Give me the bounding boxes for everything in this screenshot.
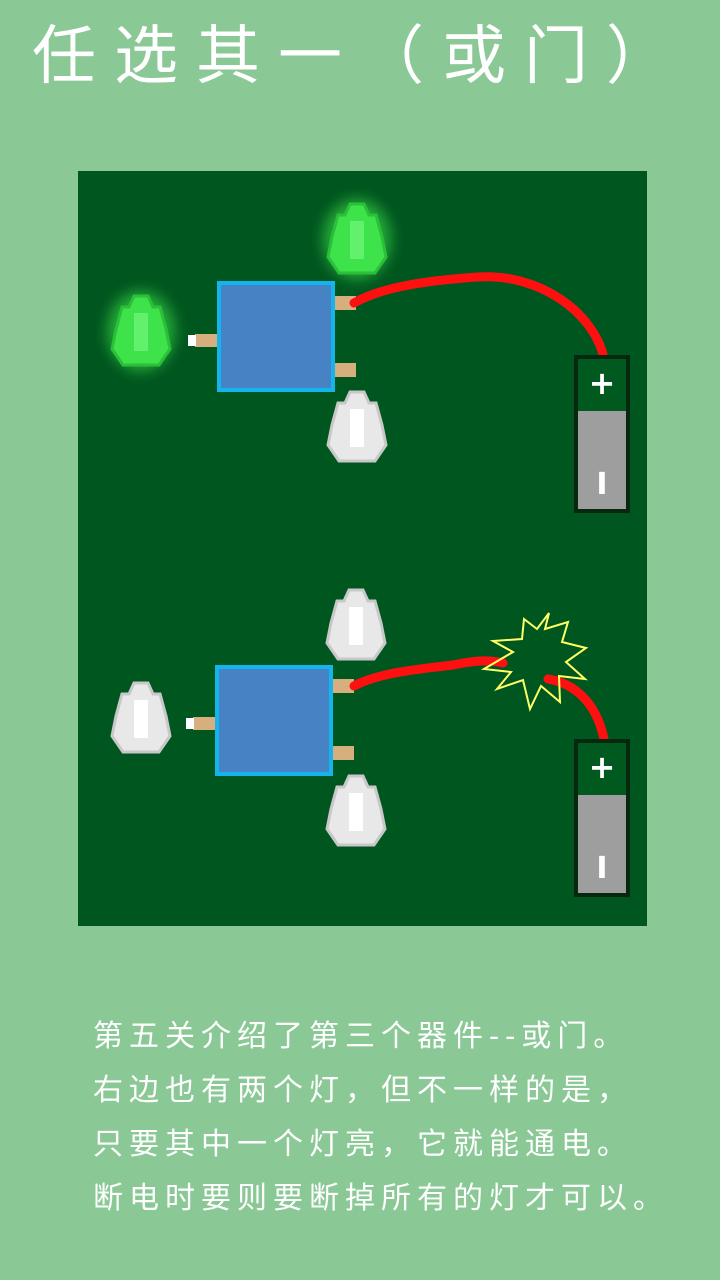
gate-input-pin [186,717,217,730]
output-lamp-lower-icon[interactable] [326,390,388,463]
circuit-board: + I [78,171,647,926]
spark-break-icon[interactable] [480,612,589,712]
level-description: 第五关介绍了第三个器件--或门。 右边也有两个灯，但不一样的是， 只要其中一个灯… [93,1010,693,1226]
wire-segment[interactable] [349,656,508,691]
description-line: 右边也有两个灯，但不一样的是， [93,1073,633,1108]
battery-icon: + I [574,355,630,513]
description-line: 只要其中一个灯亮，它就能通电。 [93,1127,633,1162]
output-lamp-upper-lit-icon[interactable] [323,199,391,279]
gate-output-pin [334,296,356,310]
wire-segment[interactable] [543,674,609,744]
input-lamp-icon[interactable] [110,681,172,754]
gate-output-pin [334,363,356,377]
top-circuit: + I [107,199,630,513]
circuit-diagram: + I [107,199,630,897]
or-gate[interactable] [217,281,335,392]
wire[interactable] [349,272,609,363]
page-title: 任选其一（或门） [32,20,688,94]
battery-minus-label: I [596,467,607,502]
or-gate[interactable] [215,665,333,776]
output-lamp-lower-icon[interactable] [325,774,387,847]
output-lamp-upper-icon[interactable] [325,588,387,661]
input-lamp-lit-icon[interactable] [107,291,175,371]
bottom-circuit: + I [110,588,630,897]
description-line: 断电时要则要断掉所有的灯才可以。 [93,1181,669,1216]
battery-icon: + I [574,739,630,897]
gate-output-pin [332,679,354,693]
battery-plus-label: + [589,364,616,402]
gate-input-pin [188,334,219,347]
description-line: 第五关介绍了第三个器件--或门。 [93,1019,630,1054]
gate-output-pin [332,746,354,760]
battery-minus-label: I [596,851,607,886]
battery-plus-label: + [589,748,616,786]
